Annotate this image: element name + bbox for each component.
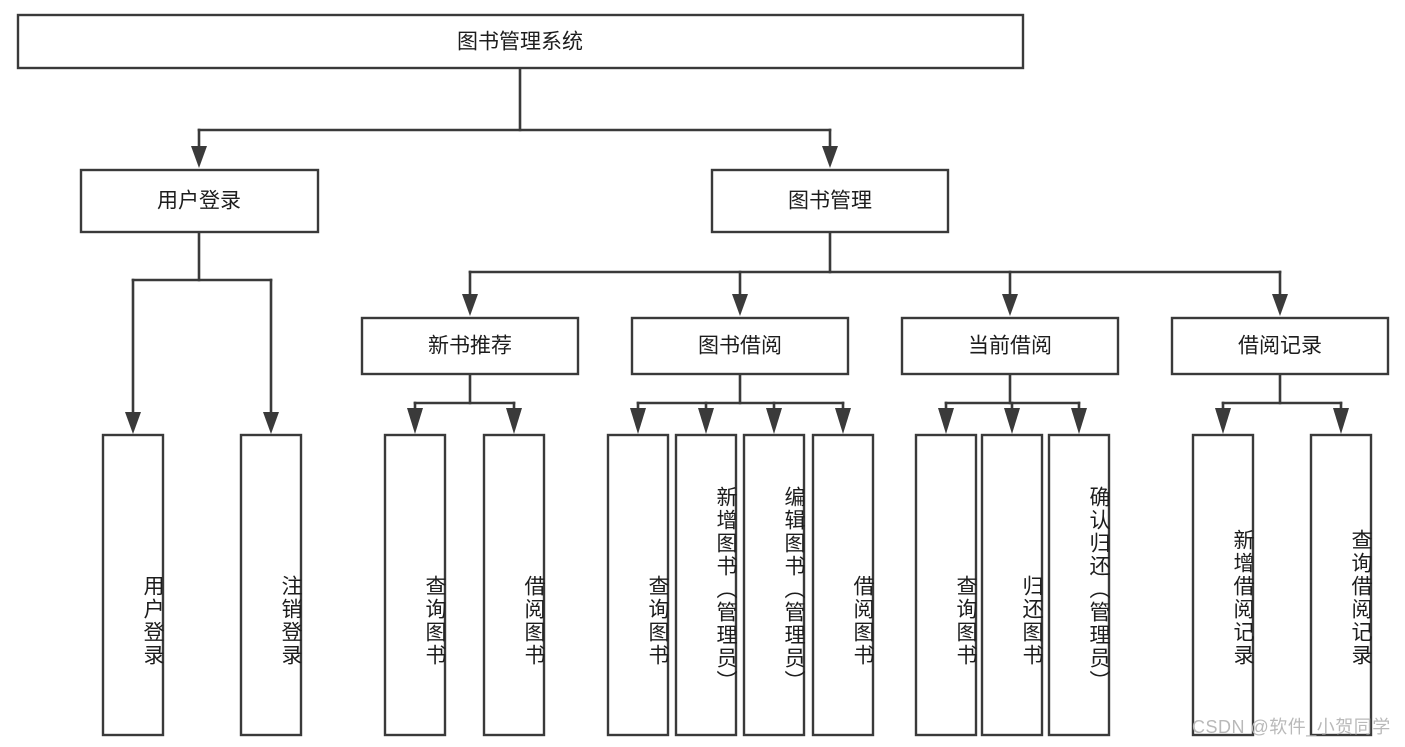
arrow-head-book-manage-new-book <box>462 294 478 316</box>
node-new-book[interactable]: 新书推荐 <box>360 316 580 376</box>
node-leaf-borrow-book-1-box[interactable] <box>482 433 546 737</box>
node-leaf-query-book-2-box[interactable] <box>606 433 670 737</box>
node-leaf-user-login-box[interactable] <box>101 433 165 737</box>
node-leaf-logout-box[interactable] <box>239 433 303 737</box>
node-book-borrow[interactable]: 图书借阅 <box>630 316 850 376</box>
connector-group-borrow-record <box>1215 372 1349 434</box>
leaf-boxes-group <box>101 433 1373 737</box>
node-root-box[interactable] <box>16 13 1025 70</box>
node-current-borrow[interactable]: 当前借阅 <box>900 316 1120 376</box>
node-book-borrow-box[interactable] <box>630 316 850 376</box>
node-book-borrow-label: 图书借阅 <box>698 335 782 358</box>
node-borrow-record-box[interactable] <box>1170 316 1390 376</box>
node-leaf-confirm-return-box[interactable] <box>1047 433 1111 737</box>
connector-group-book-manage <box>462 230 1288 316</box>
arrow-head-book-manage-current-borrow <box>1002 294 1018 316</box>
node-leaf-query-record-box[interactable] <box>1309 433 1373 737</box>
arrow-head-current-borrow-leaf-3 <box>1071 408 1087 434</box>
node-book-manage-box[interactable] <box>710 168 950 234</box>
node-leaf-add-record-box[interactable] <box>1191 433 1255 737</box>
connector-group-book-borrow <box>630 372 851 434</box>
node-borrow-record-label: 借阅记录 <box>1238 335 1322 358</box>
csdn-watermark: CSDN @软件_小贺同学 <box>1192 717 1391 737</box>
arrow-head-current-borrow-leaf-2 <box>1004 408 1020 434</box>
node-book-manage[interactable]: 图书管理 <box>710 168 950 234</box>
node-root-label: 图书管理系统 <box>457 31 583 54</box>
arrow-head-borrow-record-leaf-1 <box>1215 408 1231 434</box>
arrow-head-user-login-leaf-2 <box>263 412 279 434</box>
node-new-book-box[interactable] <box>360 316 580 376</box>
arrow-head-user-login-leaf-1 <box>125 412 141 434</box>
node-current-borrow-label: 当前借阅 <box>968 335 1052 358</box>
connector-group-root <box>191 66 838 168</box>
node-user-login-label: 用户登录 <box>157 190 241 213</box>
arrow-head-book-manage-borrow-record <box>1272 294 1288 316</box>
node-root[interactable]: 图书管理系统 <box>16 13 1025 70</box>
arrow-head-new-book-leaf-2 <box>506 408 522 434</box>
node-new-book-label: 新书推荐 <box>428 335 512 358</box>
node-leaf-borrow-book-2-box[interactable] <box>811 433 875 737</box>
node-leaf-query-book-3-box[interactable] <box>914 433 978 737</box>
arrow-head-book-borrow-leaf-2 <box>698 408 714 434</box>
node-leaf-query-book-1-box[interactable] <box>383 433 447 737</box>
node-leaf-add-book-box[interactable] <box>674 433 738 737</box>
arrow-head-current-borrow-leaf-1 <box>938 408 954 434</box>
node-leaf-return-book-box[interactable] <box>980 433 1044 737</box>
arrow-head-borrow-record-leaf-2 <box>1333 408 1349 434</box>
node-leaf-edit-book-box[interactable] <box>742 433 806 737</box>
arrow-head-book-borrow-leaf-4 <box>835 408 851 434</box>
node-current-borrow-box[interactable] <box>900 316 1120 376</box>
connector-group-current-borrow <box>938 372 1087 434</box>
node-borrow-record[interactable]: 借阅记录 <box>1170 316 1390 376</box>
arrow-head-root-to-book-manage <box>822 146 838 168</box>
node-book-manage-label: 图书管理 <box>788 190 872 213</box>
arrow-head-book-borrow-leaf-3 <box>766 408 782 434</box>
arrow-head-root-to-user-login <box>191 146 207 168</box>
arrow-head-book-manage-book-borrow <box>732 294 748 316</box>
connector-group-user-login <box>125 230 279 434</box>
arrow-head-new-book-leaf-1 <box>407 408 423 434</box>
connector-group-new-book <box>407 372 522 434</box>
arrow-head-book-borrow-leaf-1 <box>630 408 646 434</box>
node-user-login[interactable]: 用户登录 <box>79 168 320 234</box>
node-user-login-box[interactable] <box>79 168 320 234</box>
